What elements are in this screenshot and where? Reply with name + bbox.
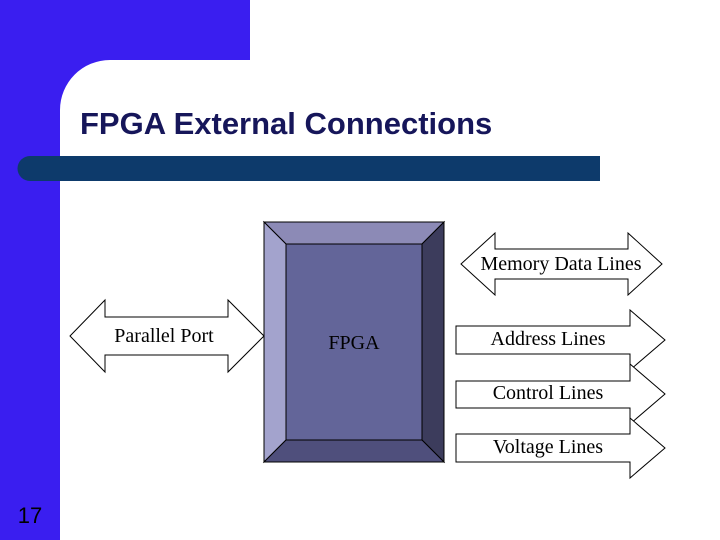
parallel-port-arrow [69,298,265,374]
slide-title: FPGA External Connections [80,106,493,141]
memory-data-lines-label: Memory Data Lines [480,253,642,275]
fpga-chip-face [285,243,423,441]
voltage-lines-label: Voltage Lines [492,436,604,458]
slide-number: 17 [17,503,43,528]
fpga-chip [262,220,446,464]
voltage-lines-arrow [455,416,666,480]
parallel-port-label: Parallel Port [114,325,214,347]
address-lines-arrow [455,308,666,372]
sidebar-shape [0,0,250,540]
fpga-chip-label: FPGA [328,332,380,354]
control-lines-arrow [455,362,666,426]
control-lines-label: Control Lines [492,382,604,404]
address-lines-label: Address Lines [490,328,606,350]
title-underline-bar [17,156,600,181]
memory-data-lines-arrow [460,231,663,297]
